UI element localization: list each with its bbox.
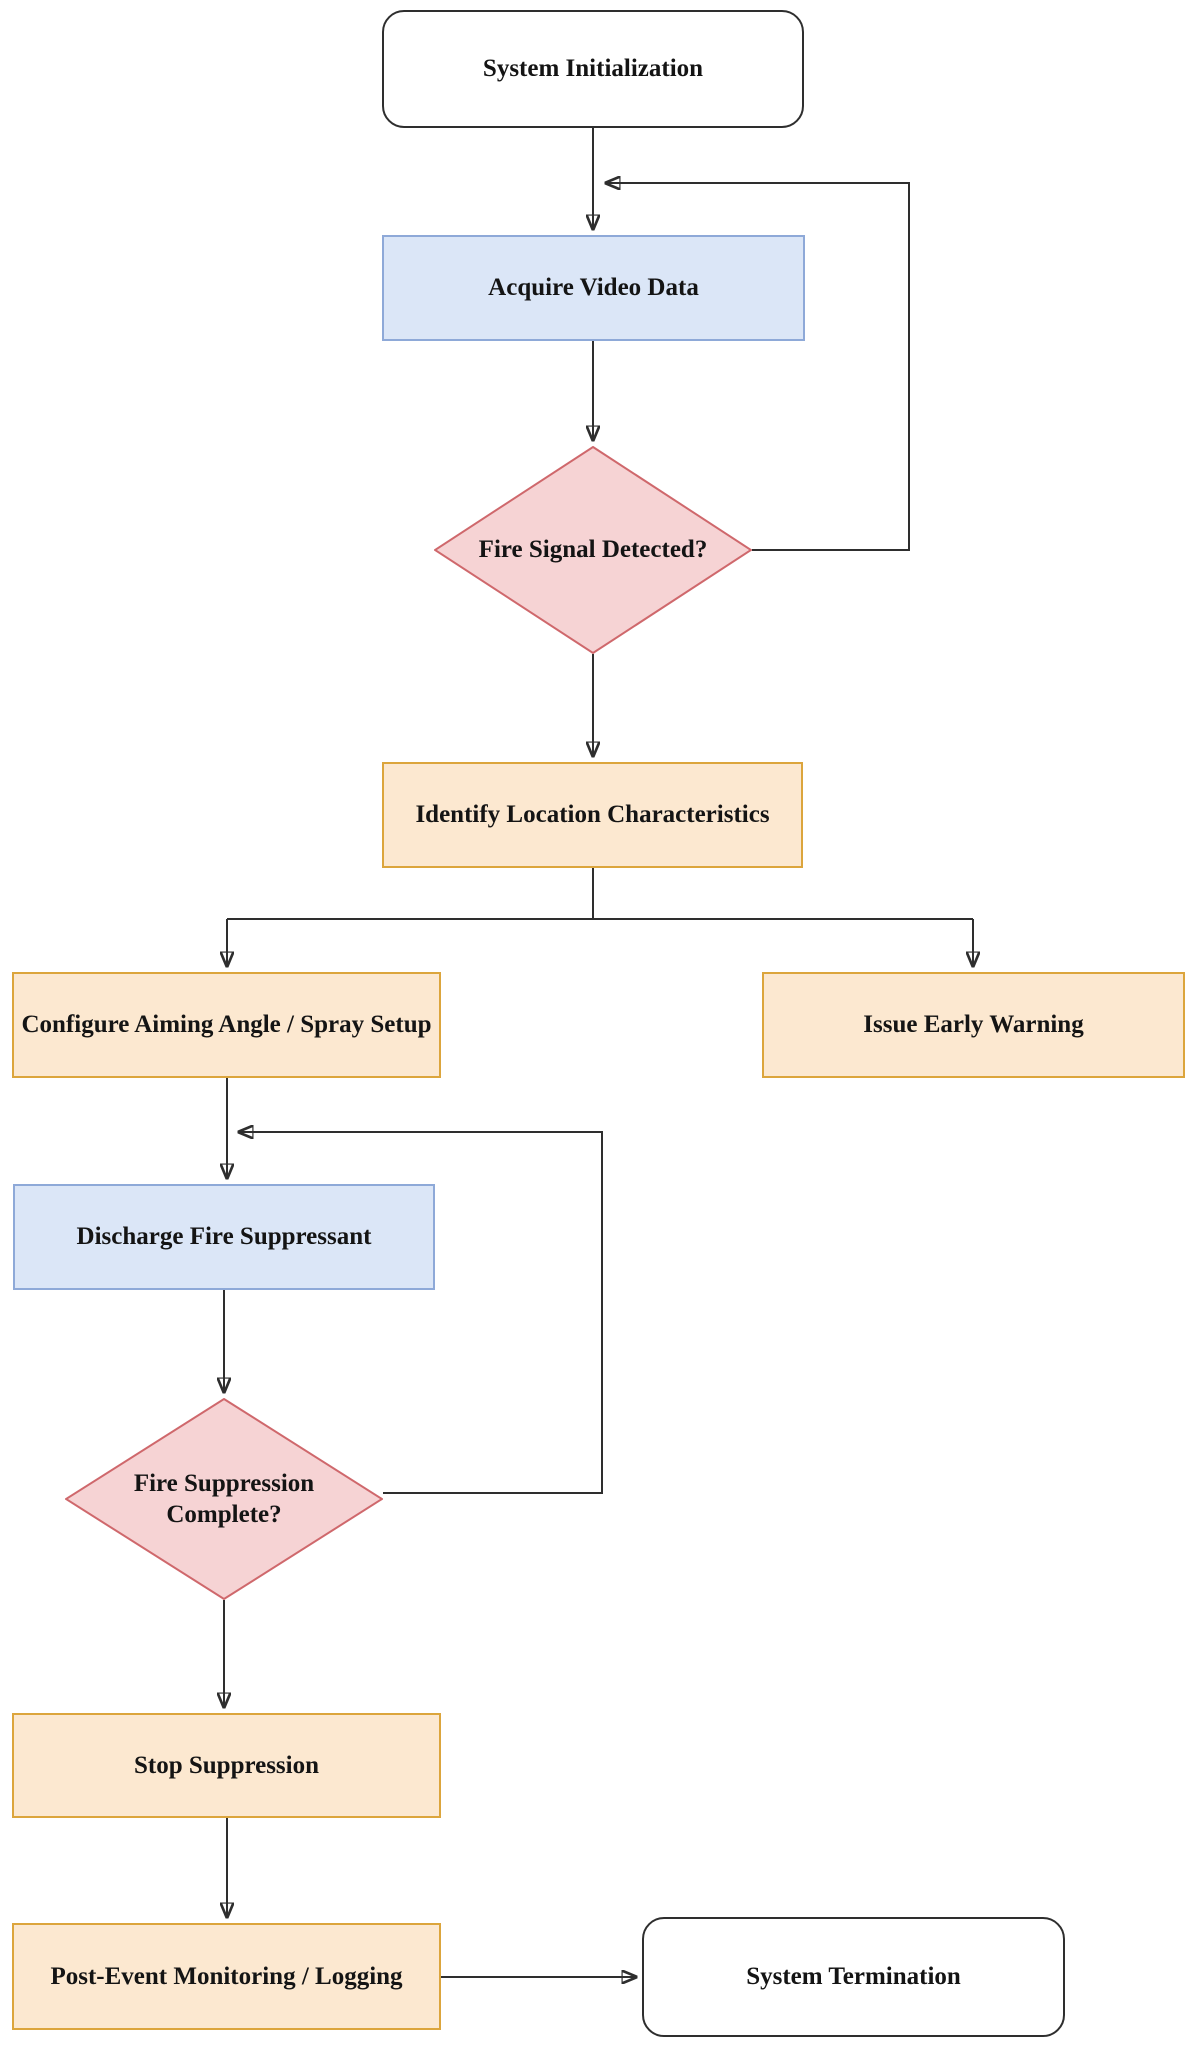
node-label: Fire Signal Detected? bbox=[478, 536, 708, 564]
node-issue-early-warning: Issue Early Warning bbox=[762, 972, 1185, 1078]
node-post-event-monitoring: Post-Event Monitoring / Logging bbox=[12, 1923, 441, 2030]
edge-loop-suppression-to-discharge bbox=[239, 1132, 603, 1494]
node-label: Configure Aiming Angle / Spray Setup bbox=[21, 1011, 432, 1039]
node-system-termination: System Termination bbox=[642, 1917, 1065, 2037]
node-fire-signal-detected: Fire Signal Detected? bbox=[434, 446, 752, 654]
node-label: Post-Event Monitoring / Logging bbox=[50, 1962, 403, 1990]
node-identify-location-characteristics: Identify Location Characteristics bbox=[382, 762, 803, 868]
diamond-shape bbox=[434, 446, 752, 654]
node-label: Identify Location Characteristics bbox=[415, 801, 770, 829]
edge-identify-branch-split bbox=[227, 868, 973, 920]
diamond-shape bbox=[65, 1398, 383, 1600]
node-stop-suppression: Stop Suppression bbox=[12, 1713, 441, 1818]
node-label: Stop Suppression bbox=[133, 1751, 320, 1779]
node-label: Discharge Fire Suppressant bbox=[76, 1223, 372, 1251]
node-acquire-video-data: Acquire Video Data bbox=[382, 235, 805, 341]
node-configure-aiming-angle: Configure Aiming Angle / Spray Setup bbox=[12, 972, 441, 1078]
node-label: System Initialization bbox=[482, 55, 704, 83]
node-fire-suppression-complete: Fire Suppression Complete? bbox=[65, 1398, 383, 1600]
node-label: Acquire Video Data bbox=[488, 274, 699, 302]
node-label: System Termination bbox=[746, 1963, 961, 1991]
node-label: Issue Early Warning bbox=[863, 1011, 1084, 1039]
edge-loop-fire-signal-to-acquire bbox=[606, 183, 910, 551]
node-system-initialization: System Initialization bbox=[382, 10, 804, 128]
node-label: Fire Suppression Complete? bbox=[133, 1469, 315, 1528]
node-discharge-fire-suppressant: Discharge Fire Suppressant bbox=[13, 1184, 435, 1290]
